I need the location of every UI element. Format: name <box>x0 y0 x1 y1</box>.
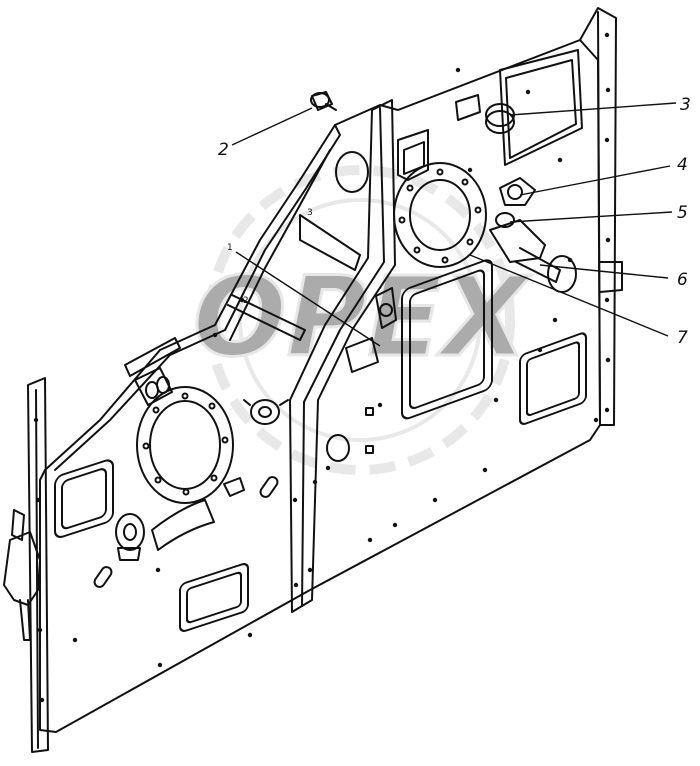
bottom-window <box>179 563 249 632</box>
upper-window <box>499 49 583 166</box>
upper-round-hole <box>335 151 369 193</box>
beam-lug <box>375 287 397 329</box>
beam-bracket <box>397 129 429 181</box>
lower-flange-ring <box>136 386 234 504</box>
lower-right-window <box>519 332 587 426</box>
callout-1: 1 <box>227 243 233 253</box>
slot-right <box>259 476 279 498</box>
mounting-holes <box>33 32 611 703</box>
callout-2: 2 <box>218 140 229 160</box>
leader-2 <box>231 107 313 146</box>
bolt-part-2 <box>310 91 337 111</box>
side-panel-outline <box>39 39 601 733</box>
leader-6 <box>539 264 669 279</box>
pipe-fittings <box>124 337 181 406</box>
square-hole <box>365 445 374 454</box>
leader-3 <box>509 102 677 116</box>
leader-7 <box>469 254 669 337</box>
leader-lines <box>231 102 677 347</box>
middle-window <box>401 259 493 420</box>
slot-left <box>93 566 113 588</box>
leader-4 <box>519 165 671 196</box>
handle-assembly <box>489 177 623 293</box>
callout-5: 5 <box>677 203 688 223</box>
inner-plate <box>299 214 361 271</box>
lower-valve <box>115 513 145 561</box>
callout-3: 3 <box>680 95 691 115</box>
inline-mark-2: 2 <box>243 296 249 306</box>
leader-5 <box>509 211 673 223</box>
callout-6: 6 <box>677 270 688 290</box>
small-clip <box>223 477 245 497</box>
top-slot <box>455 94 481 121</box>
cap-part-3 <box>485 103 515 134</box>
beam-lower-hole <box>326 434 350 462</box>
upper-flange-ring <box>393 162 487 268</box>
left-flange <box>27 377 49 753</box>
watermark-logo: OPEX <box>191 165 534 475</box>
upper-edge-strip <box>54 124 341 471</box>
inline-mark-3: 3 <box>307 208 313 218</box>
beam-lug-lower <box>345 337 379 373</box>
callout-labels: 2 3 4 5 6 7 1 3 2 <box>218 95 691 348</box>
segment-plate <box>151 499 215 551</box>
left-window <box>54 459 114 538</box>
callout-7: 7 <box>677 328 688 348</box>
right-flange <box>579 7 617 426</box>
latch-bracket <box>3 531 41 606</box>
leader-1 <box>235 251 381 347</box>
callout-4: 4 <box>677 155 688 175</box>
valve-fitting <box>243 399 289 425</box>
watermark-text: OPEX <box>193 253 532 381</box>
square-hole <box>365 407 374 416</box>
